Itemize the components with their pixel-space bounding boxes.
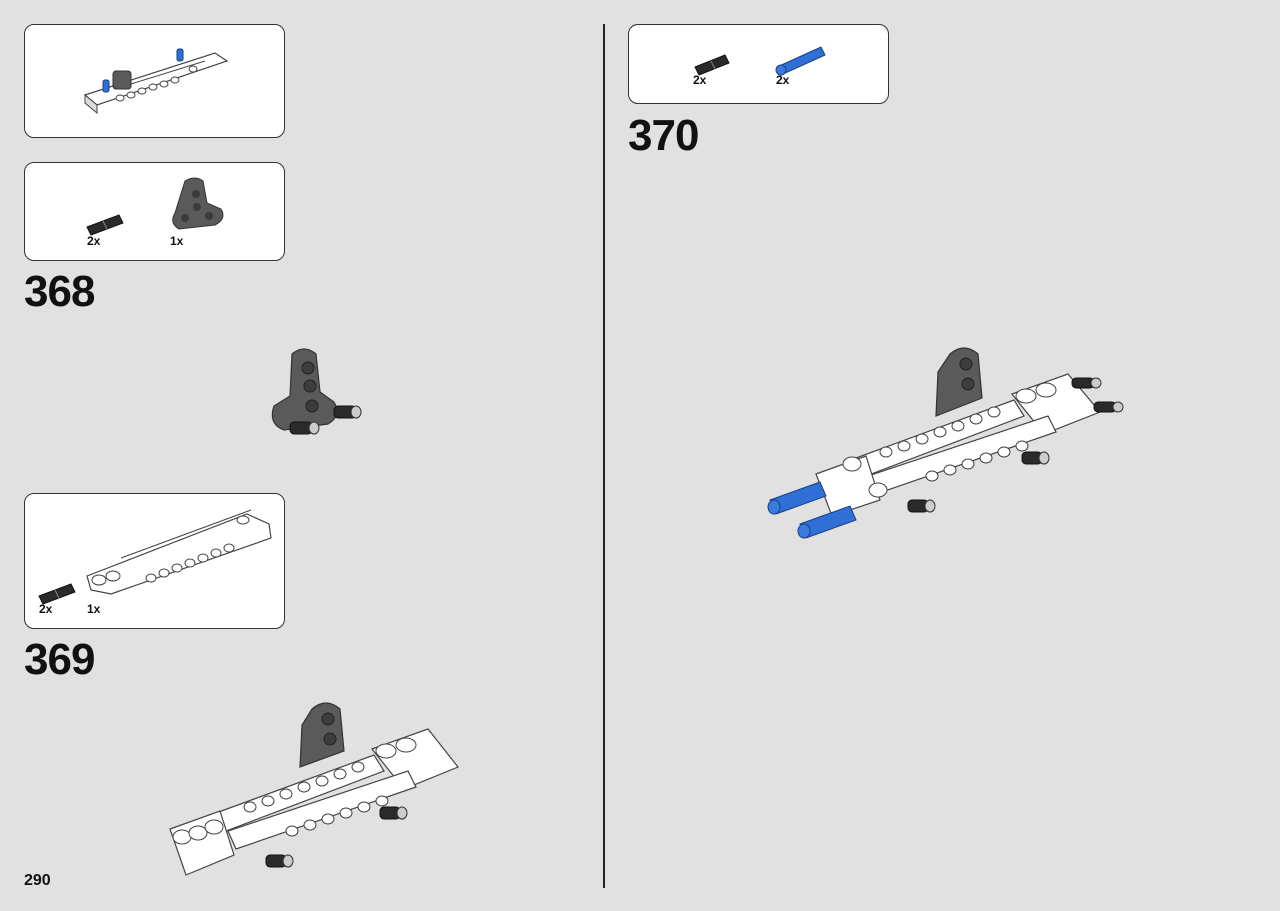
part-quantity: 2x <box>776 73 790 87</box>
black-friction-pin-icon <box>1021 451 1050 465</box>
step-number-370: 370 <box>628 111 699 160</box>
step-number-368: 368 <box>24 267 95 316</box>
step-368-assembly-illustration <box>271 348 362 435</box>
black-friction-pin-icon <box>1071 377 1102 389</box>
blue-axle-pin-icon <box>775 46 826 76</box>
black-friction-pin-icon <box>333 405 362 419</box>
dark-gray-t-beam-icon <box>172 177 224 230</box>
part-quantity: 2x <box>87 234 101 248</box>
parts-callout-370: 2x 2x <box>628 24 889 104</box>
black-friction-pin-icon <box>289 421 320 435</box>
page-divider <box>603 24 605 888</box>
parts-callout-369: 2x 1x <box>24 493 285 629</box>
blue-axle-pin-icon <box>797 505 857 539</box>
parts-callout-368: 2x 1x <box>24 162 285 261</box>
black-friction-pin-icon <box>907 499 936 513</box>
black-friction-pin-icon <box>694 54 730 76</box>
subassembly-callout <box>24 24 285 138</box>
blue-axle-pin-icon <box>767 481 827 515</box>
part-quantity: 2x <box>39 602 53 616</box>
black-friction-pin-icon <box>86 214 124 236</box>
black-friction-pin-icon <box>265 854 294 868</box>
black-friction-pin-icon <box>379 806 408 820</box>
step-370-assembly-illustration <box>767 347 1124 539</box>
black-friction-pin-icon <box>38 583 76 605</box>
step-369-assembly-illustration <box>169 702 459 876</box>
subassembly-panel-icon <box>83 48 229 115</box>
page-number: 290 <box>24 872 51 889</box>
part-quantity: 1x <box>87 602 101 616</box>
step-number-369: 369 <box>24 635 95 684</box>
part-quantity: 2x <box>693 73 707 87</box>
part-quantity: 1x <box>170 234 184 248</box>
black-friction-pin-icon <box>1093 401 1124 413</box>
white-liftarm-panel-icon <box>86 509 272 595</box>
